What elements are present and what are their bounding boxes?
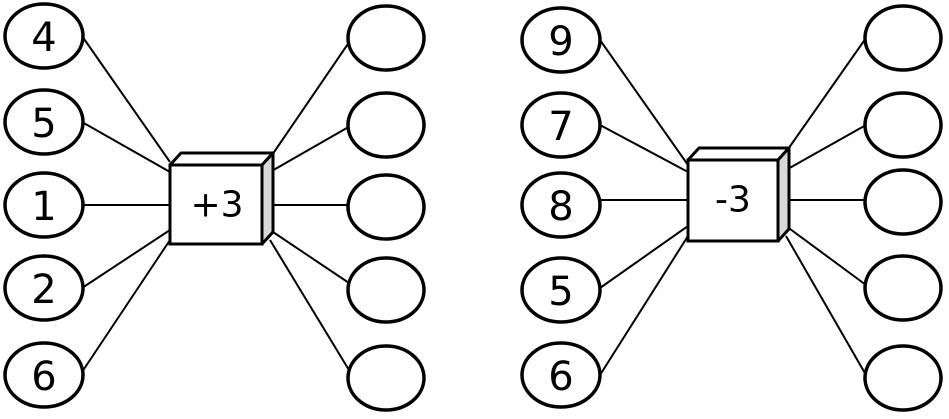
input-value: 5 (31, 101, 56, 147)
input-bubbles: 4 5 1 2 6 (3, 2, 85, 409)
output-wires (785, 37, 867, 376)
function-box-top (168, 151, 275, 167)
wire-in-1 (599, 39, 689, 166)
wire-in-4 (599, 225, 689, 289)
output-bubble[interactable] (863, 344, 943, 412)
input-wires (599, 39, 689, 376)
output-bubble[interactable] (863, 4, 943, 72)
wire-in-2 (599, 124, 689, 173)
output-bubble[interactable] (863, 91, 943, 159)
output-wires (269, 37, 353, 376)
input-value: 9 (548, 19, 573, 65)
input-value: 1 (31, 184, 56, 230)
input-value: 5 (548, 269, 573, 315)
input-bubble: 6 (520, 341, 602, 409)
machine-minus-3: -3 9 7 8 5 6 (520, 4, 943, 412)
output-bubbles (863, 4, 943, 412)
input-wires (81, 35, 171, 373)
output-bubble[interactable] (863, 168, 943, 236)
wire-in-5 (599, 235, 689, 376)
output-bubble[interactable] (346, 91, 426, 159)
input-bubble: 9 (520, 6, 602, 74)
function-box-front (686, 158, 780, 243)
wire-in-5 (81, 239, 171, 373)
output-bubble[interactable] (346, 344, 426, 412)
wire-out-2 (269, 124, 353, 173)
wire-out-5 (269, 239, 353, 376)
input-bubble: 1 (3, 171, 85, 239)
wire-in-4 (81, 229, 171, 289)
function-box: +3 (168, 151, 275, 246)
input-bubble: 7 (520, 91, 602, 159)
input-bubble: 6 (3, 341, 85, 409)
input-value: 6 (31, 354, 56, 400)
function-box-side (776, 146, 791, 243)
input-value: 6 (548, 354, 573, 400)
output-bubbles (346, 4, 426, 412)
wire-out-1 (269, 37, 353, 159)
function-box: -3 (686, 146, 791, 243)
wire-out-4 (785, 225, 867, 286)
wire-in-2 (81, 121, 171, 173)
wire-in-1 (81, 35, 171, 163)
output-bubble[interactable] (863, 254, 943, 322)
output-bubble[interactable] (346, 4, 426, 72)
wire-out-4 (269, 229, 353, 286)
function-box-front (168, 163, 264, 246)
input-value: 2 (31, 267, 56, 313)
wire-out-1 (785, 37, 867, 153)
input-bubble: 2 (3, 254, 85, 322)
wire-out-2 (785, 124, 867, 171)
input-bubble: 4 (3, 2, 85, 70)
input-bubble: 8 (520, 171, 602, 239)
function-rule: +3 (190, 185, 243, 226)
input-bubble: 5 (520, 256, 602, 324)
input-value: 8 (548, 184, 573, 230)
output-bubble[interactable] (346, 256, 426, 324)
input-bubble: 5 (3, 88, 85, 156)
wire-out-5 (785, 235, 867, 376)
function-box-side (260, 151, 275, 246)
machine-plus-3: +3 4 5 1 2 6 (3, 2, 426, 412)
input-bubbles: 9 7 8 5 6 (520, 6, 602, 409)
function-rule: -3 (715, 180, 751, 221)
output-bubble[interactable] (346, 173, 426, 241)
input-value: 4 (31, 15, 56, 61)
input-value: 7 (548, 104, 573, 150)
function-box-top (686, 146, 791, 162)
